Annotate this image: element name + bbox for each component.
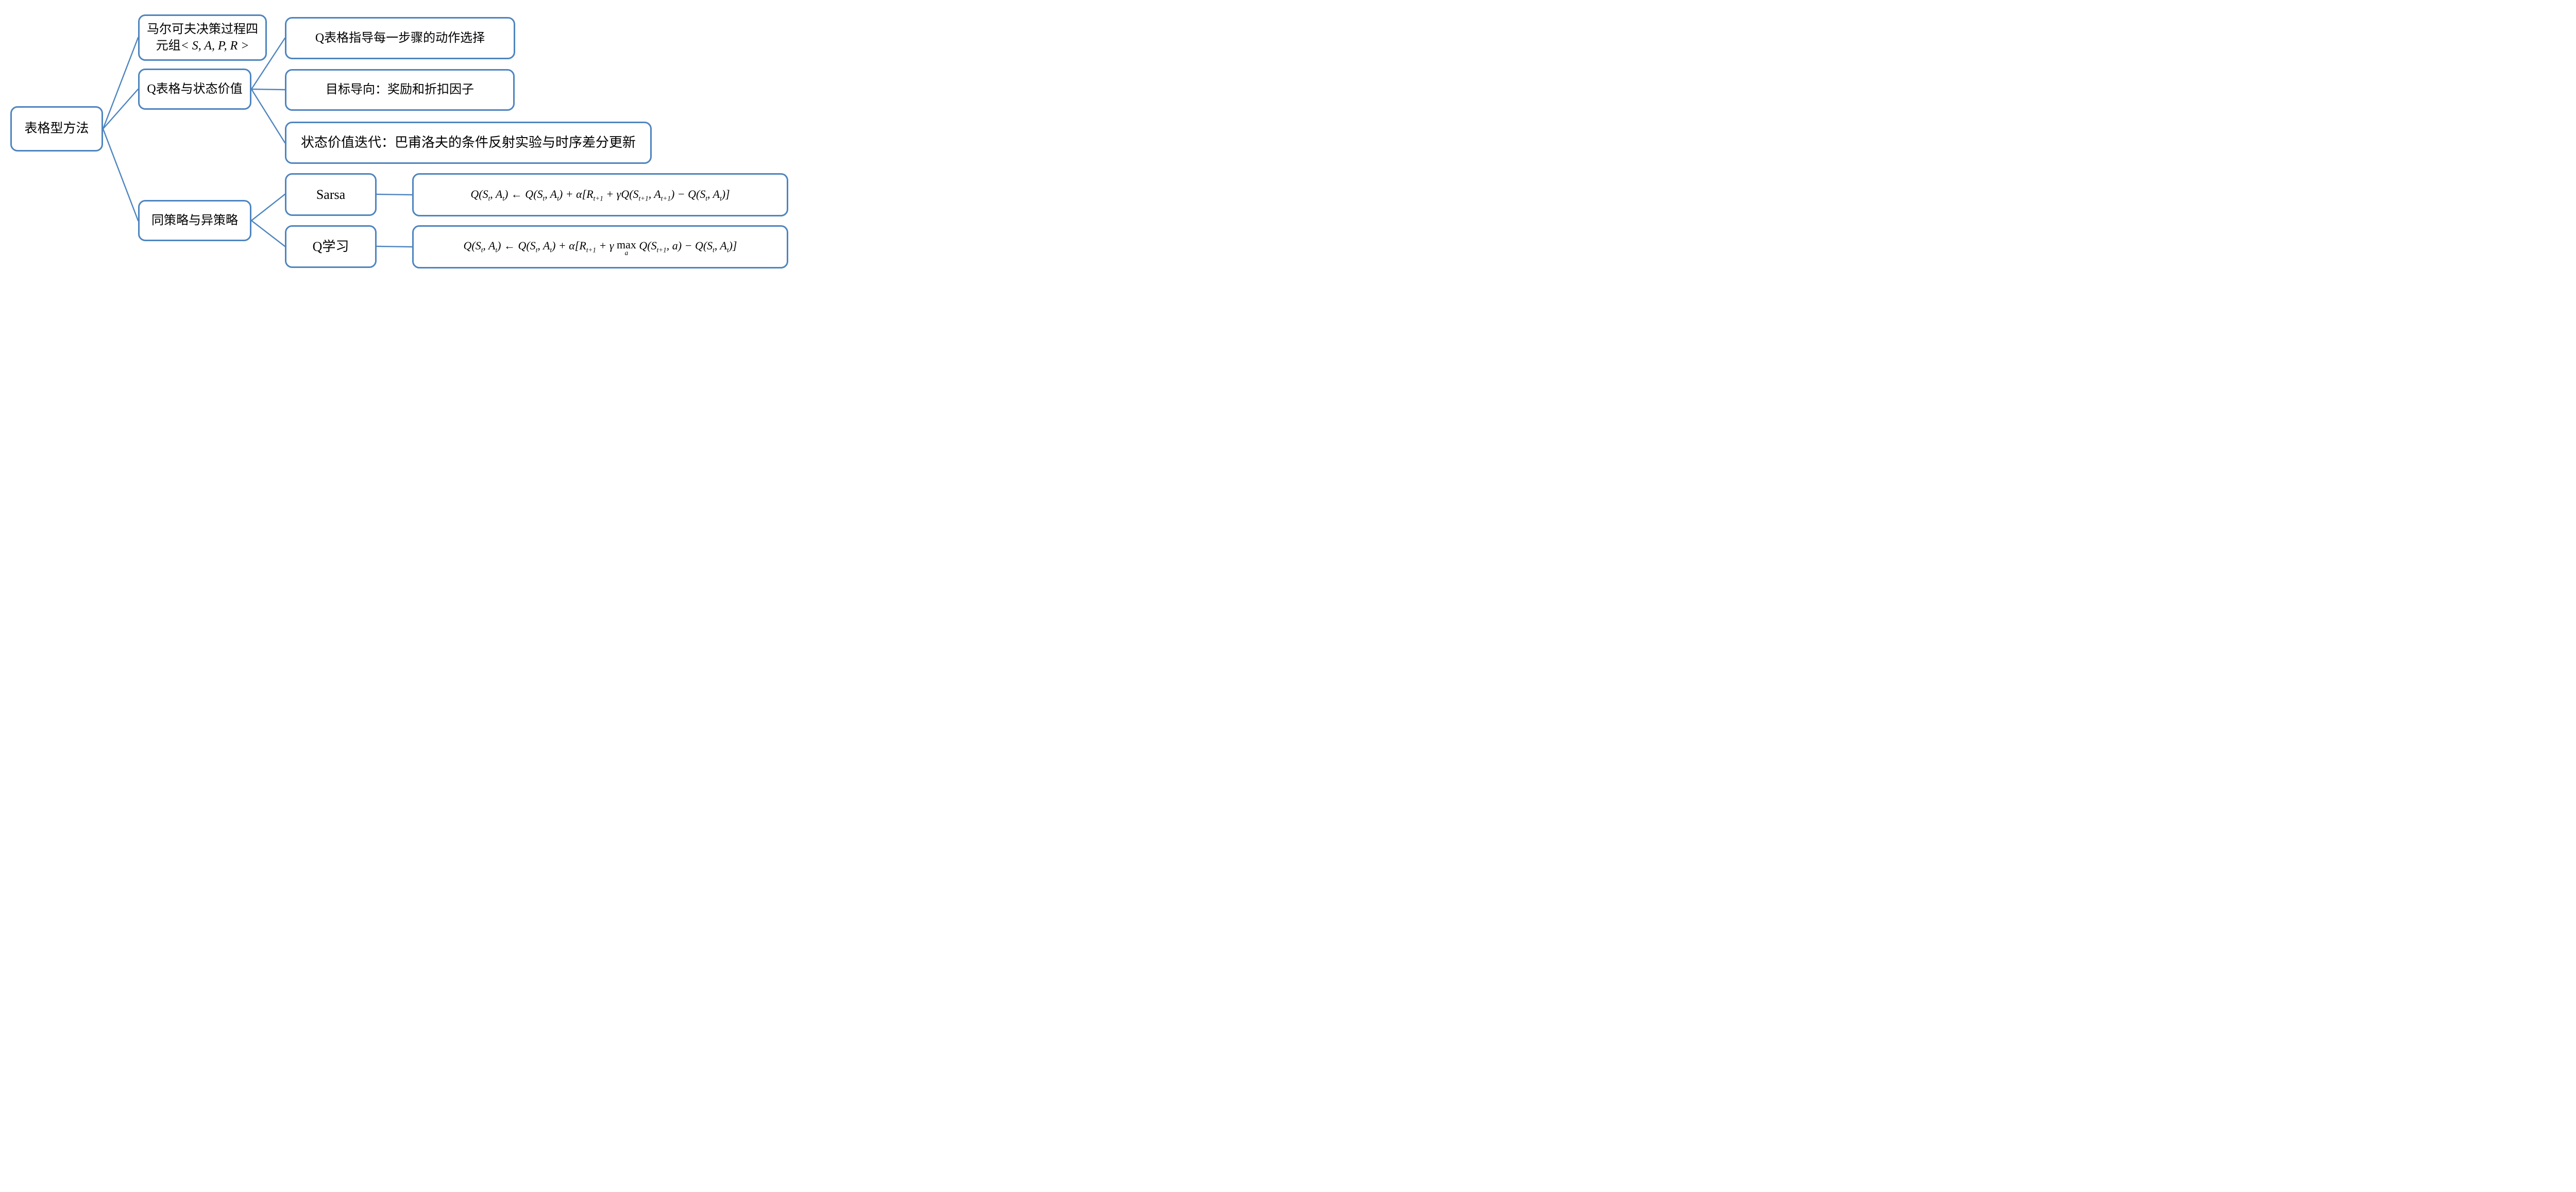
node-qtable-state-value: Q表格与状态价值 (138, 69, 251, 110)
connector-policy-sarsa (250, 193, 286, 222)
connector-qtable-child1 (250, 37, 286, 90)
node-qtable-action-selection: Q表格指导每一步骤的动作选择 (285, 17, 515, 59)
connector-lines (102, 37, 413, 248)
node-qlearning: Q学习 (285, 225, 377, 268)
node-mdp-label: 马尔可夫决策过程四元组< S, A, P, R > (147, 21, 258, 55)
sarsa-update-formula: Q(St, At) ← Q(St, At) + α[Rt+1 + γQ(St+1… (470, 187, 730, 203)
node-mdp-tuple: 马尔可夫决策过程四元组< S, A, P, R > (138, 14, 267, 61)
node-sarsa-formula: Q(St, At) ← Q(St, At) + α[Rt+1 + γQ(St+1… (412, 173, 788, 216)
connector-policy-qlearn (250, 220, 286, 247)
node-qtable-child1-label: Q表格指导每一步骤的动作选择 (315, 31, 485, 45)
mindmap-canvas: 表格型方法 马尔可夫决策过程四元组< S, A, P, R > Q表格与状态价值… (0, 0, 805, 298)
node-qtable-child3-label: 状态价值迭代：巴甫洛夫的条件反射实验与时序差分更新 (300, 135, 636, 150)
node-state-value-iteration: 状态价值迭代：巴甫洛夫的条件反射实验与时序差分更新 (285, 122, 652, 164)
node-goal-oriented: 目标导向：奖励和折扣因子 (285, 69, 515, 111)
node-qlearning-label: Q学习 (312, 239, 349, 254)
connector-qlearn-formula (376, 245, 413, 248)
node-on-off-policy: 同策略与异策略 (138, 200, 251, 241)
node-sarsa-label: Sarsa (316, 187, 346, 202)
mdp-line1: 马尔可夫决策过程四 (147, 22, 258, 36)
connector-root-mdp (102, 37, 139, 130)
connector-qtable-child3 (250, 88, 286, 144)
connector-root-qtable (102, 88, 139, 130)
connector-sarsa-formula (376, 193, 413, 196)
connector-qtable-child2 (250, 88, 286, 91)
node-sarsa: Sarsa (285, 173, 377, 216)
node-qtable-child2-label: 目标导向：奖励和折扣因子 (326, 83, 474, 97)
connector-root-policy (102, 128, 139, 222)
mdp-line2-text: 元组 (156, 39, 181, 53)
node-policy-label: 同策略与异策略 (151, 213, 238, 227)
node-qtable-label: Q表格与状态价值 (147, 82, 243, 96)
node-root: 表格型方法 (10, 106, 103, 152)
mdp-tuple-math: < S, A, P, R > (180, 39, 249, 53)
node-root-label: 表格型方法 (24, 122, 89, 136)
